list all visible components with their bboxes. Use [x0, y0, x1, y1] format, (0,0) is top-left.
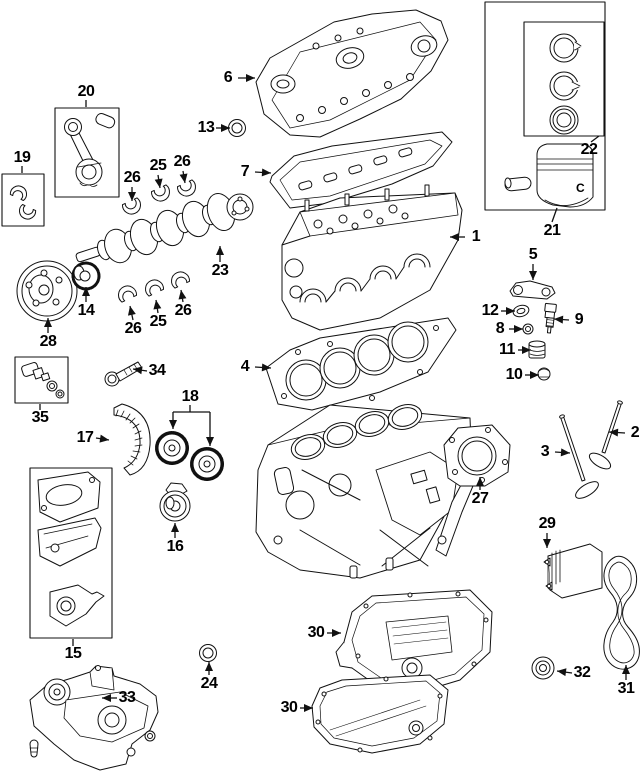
intake-valve-drawing [559, 414, 601, 501]
callout-28[interactable]: 28 [39, 333, 57, 350]
water-pump-belt-drawing [604, 556, 640, 669]
oil-pressure-switch-box [15, 357, 68, 403]
callout-26[interactable]: 26 [123, 169, 141, 186]
crankshaft-drawing [75, 190, 253, 266]
callout-30[interactable]: 30 [280, 699, 298, 716]
callout-32[interactable]: 32 [573, 664, 591, 681]
connecting-rod-drawing [65, 112, 117, 187]
front-crank-seal-drawing [200, 645, 217, 662]
callout-8[interactable]: 8 [495, 320, 505, 337]
callout-15[interactable]: 15 [64, 645, 82, 662]
callout-13[interactable]: 13 [197, 119, 215, 136]
callout-27[interactable]: 27 [471, 490, 489, 507]
seal-gasket-drawing [532, 657, 554, 679]
callout-17[interactable]: 17 [76, 429, 94, 446]
callout-6[interactable]: 6 [223, 69, 233, 86]
timing-cover-box [30, 468, 112, 638]
rocker-arm-drawing [510, 281, 555, 299]
piston-drawing [504, 144, 593, 207]
camshaft-seal-drawing [229, 120, 246, 137]
callout-23[interactable]: 23 [211, 262, 229, 279]
valve-cover-drawing [256, 10, 448, 137]
callout-21[interactable]: 21 [543, 222, 561, 239]
callout-19[interactable]: 19 [13, 149, 31, 166]
callout-26[interactable]: 26 [124, 320, 142, 337]
cap-drawing [538, 368, 550, 380]
oil-cooler-drawing [544, 544, 602, 598]
tensioner-pulley-drawing [160, 483, 190, 521]
lower-oil-pan-drawing [312, 675, 448, 753]
callout-10[interactable]: 10 [505, 366, 523, 383]
callout-31[interactable]: 31 [617, 680, 635, 697]
callout-16[interactable]: 16 [166, 538, 184, 555]
head-gasket-drawing [266, 318, 456, 410]
cylinder-head-drawing [282, 185, 462, 330]
spark-plug-drawing [542, 303, 556, 333]
crankshaft-pulley-drawing [17, 261, 77, 321]
callout-11[interactable]: 11 [499, 341, 515, 358]
callout-25[interactable]: 25 [149, 313, 167, 330]
callout-24[interactable]: 24 [200, 675, 218, 692]
callout-29[interactable]: 29 [538, 515, 556, 532]
camshaft-timing-gears-drawing [157, 433, 222, 479]
timing-belt-drawing [114, 404, 150, 475]
connecting-rod-box [55, 108, 119, 197]
upper-oil-pan-drawing [336, 590, 492, 692]
callout-26[interactable]: 26 [173, 153, 191, 170]
engine-block-drawing [256, 401, 478, 578]
rod-bearing-box [2, 174, 44, 226]
oil-pressure-switch-drawing [21, 362, 64, 398]
crankshaft-gear-drawing [74, 264, 98, 288]
callout-2[interactable]: 2 [630, 424, 640, 441]
valve-seal-drawing [512, 304, 530, 319]
valve-cover-gasket-drawing [270, 132, 452, 208]
piston-size-mark: C [576, 181, 585, 195]
callout-25[interactable]: 25 [149, 157, 167, 174]
callout-35[interactable]: 35 [31, 409, 49, 426]
callout-9[interactable]: 9 [574, 311, 584, 328]
callout-26[interactable]: 26 [174, 302, 192, 319]
callout-34[interactable]: 34 [148, 362, 166, 379]
callout-12[interactable]: 12 [481, 302, 499, 319]
timing-covers-drawing [38, 472, 104, 626]
callout-7[interactable]: 7 [240, 163, 250, 180]
piston-ring-set-drawing [550, 34, 582, 134]
callout-20[interactable]: 20 [77, 83, 95, 100]
callout-5[interactable]: 5 [528, 246, 538, 263]
oil-pump-drawing [30, 666, 158, 771]
rear-main-seal-retainer-drawing [444, 425, 510, 486]
exhaust-valve-drawing [587, 400, 623, 472]
callout-3[interactable]: 3 [540, 443, 550, 460]
callout-30[interactable]: 30 [307, 624, 325, 641]
callout-4[interactable]: 4 [240, 358, 250, 375]
callout-33[interactable]: 33 [118, 689, 136, 706]
callout-14[interactable]: 14 [77, 302, 95, 319]
callout-18[interactable]: 18 [181, 388, 199, 405]
callout-22[interactable]: 22 [580, 141, 598, 158]
piston-kit-box [485, 2, 605, 210]
callout-1[interactable]: 1 [471, 228, 481, 245]
